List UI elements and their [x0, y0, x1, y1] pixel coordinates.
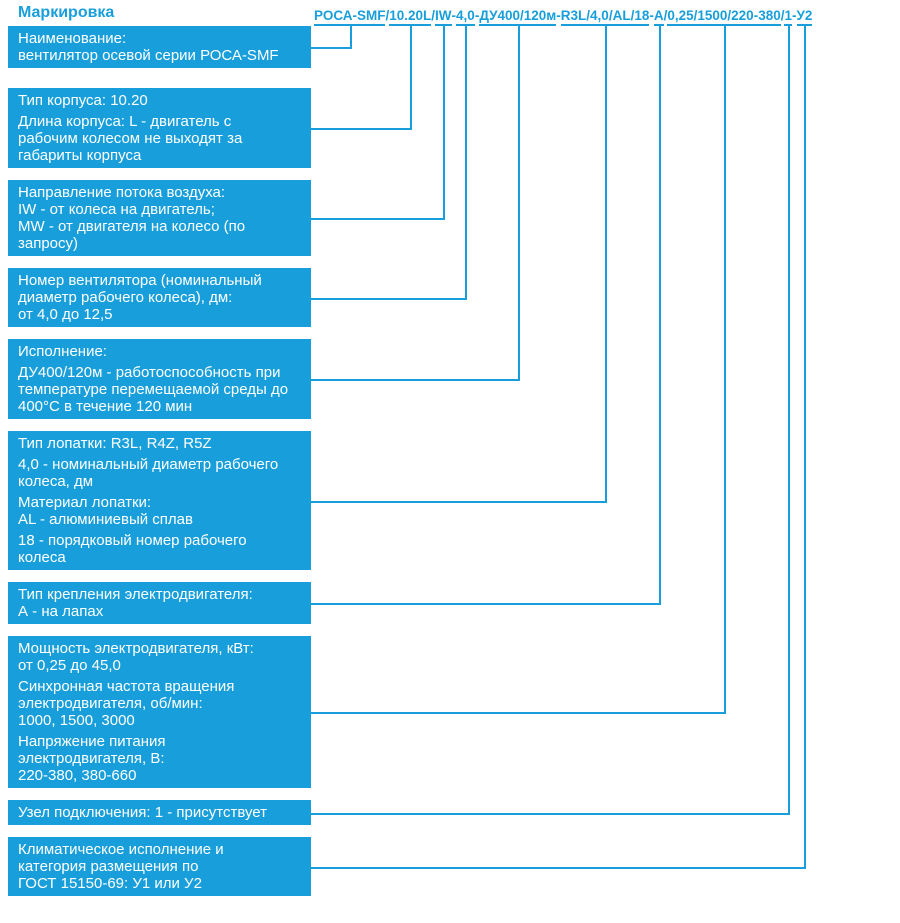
label-text: Наименование: вентилятор осевой серии РО… [18, 30, 279, 64]
label-box: Тип крепления электродвигателя: А - на л… [8, 582, 311, 624]
code-segment: 4,0 [456, 8, 475, 26]
code-segment: R3L/4,0/AL/18 [560, 8, 650, 26]
label-box: Климатическое исполнение и категория раз… [8, 837, 311, 896]
label-text: Тип корпуса: 10.20 [18, 92, 148, 109]
label-text: Синхронная частота вращения электродвига… [18, 678, 235, 729]
label-text: ДУ400/120м - работоспособность при темпе… [18, 364, 289, 415]
label-box: Направление потока воздуха: IW - от коле… [8, 180, 311, 256]
label-box: Номер вентилятора (номинальный диаметр р… [8, 268, 311, 327]
code-separator: - [792, 8, 797, 23]
label-box: Мощность электродвигателя, кВт: от 0,25 … [8, 636, 311, 788]
code-separator: - [649, 8, 654, 23]
code-separator: / [431, 8, 436, 23]
label-box: Тип лопатки: R3L, R4Z, R5Z 4,0 - номинал… [8, 431, 311, 570]
label-box-column: Наименование: вентилятор осевой серии РО… [8, 26, 311, 908]
label-text: Номер вентилятора (номинальный диаметр р… [18, 272, 262, 323]
code-segment: РОСА-SMF [314, 8, 386, 26]
code-segment: 10.20L [389, 8, 432, 26]
label-text: Тип крепления электродвигателя: А - на л… [18, 586, 253, 620]
label-text: 4,0 - номинальный диаметр рабочего колес… [18, 456, 279, 490]
code-separator: - [451, 8, 457, 23]
label-text: Тип лопатки: R3L, R4Z, R5Z [18, 435, 212, 452]
label-text: 18 - порядковый номер рабочего колеса [18, 532, 247, 566]
label-text: Мощность электродвигателя, кВт: от 0,25 … [18, 640, 254, 674]
code-separator: / [663, 8, 668, 23]
label-box: Наименование: вентилятор осевой серии РО… [8, 26, 311, 68]
code-segment: IW [435, 8, 452, 26]
label-text: Направление потока воздуха: IW - от коле… [18, 184, 246, 252]
label-box: Исполнение: ДУ400/120м - работоспособнос… [8, 339, 311, 419]
label-text: Узел подключения: 1 - присутствует [18, 804, 268, 821]
code-segment: 0,25/1500/220-380 [667, 8, 781, 26]
product-code: РОСА-SMF/10.20L/IW-4,0-ДУ400/120м-R3L/4,… [314, 8, 813, 26]
label-text: Напряжение питания электродвигателя, В: … [18, 733, 166, 784]
label-box: Тип корпуса: 10.20 Длина корпуса: L - дв… [8, 88, 311, 168]
label-box: Узел подключения: 1 - присутствует [8, 800, 311, 825]
code-separator: - [474, 8, 480, 23]
page-title: Маркировка [18, 4, 115, 21]
code-separator: / [780, 8, 785, 23]
label-text: Длина корпуса: L - двигатель с рабочим к… [18, 113, 243, 164]
code-segment: 1 [784, 8, 792, 26]
code-separator: / [385, 8, 390, 23]
label-text: Климатическое исполнение и категория раз… [18, 841, 224, 892]
code-separator: - [556, 8, 561, 23]
label-text: Исполнение: [18, 343, 107, 360]
code-segment: У2 [796, 8, 813, 26]
label-text: Материал лопатки: AL - алюминиевый сплав [18, 494, 193, 528]
code-segment: А [653, 8, 664, 26]
code-segment: ДУ400/120м [479, 8, 557, 26]
